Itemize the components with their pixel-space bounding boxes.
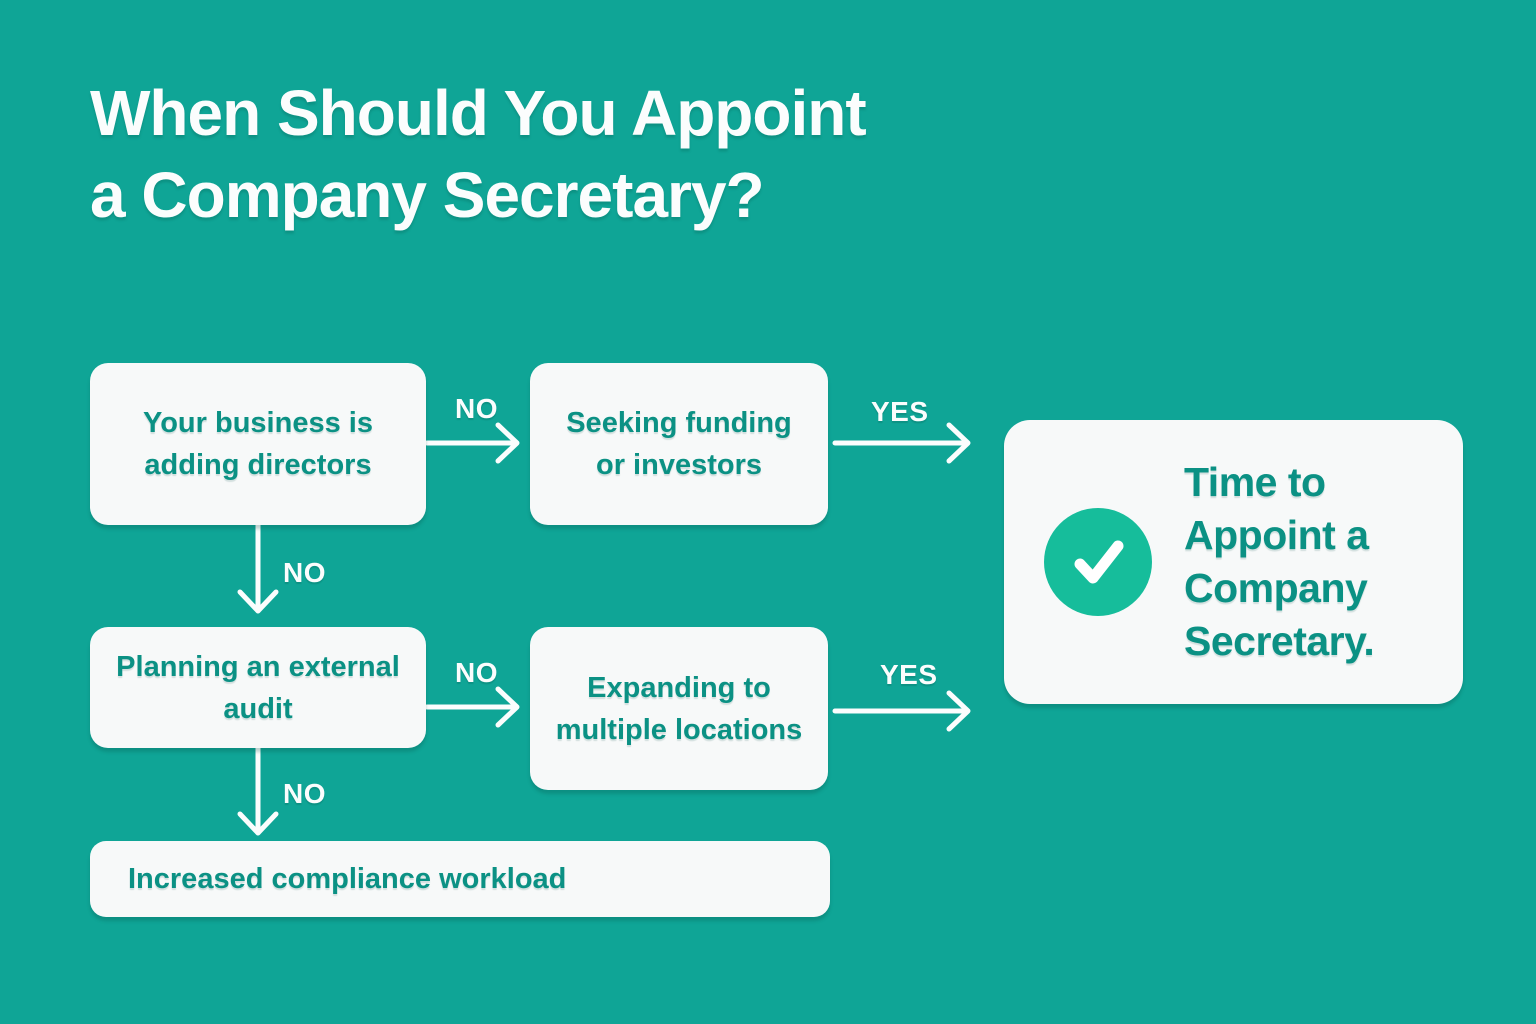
flow-node-label: Seeking funding or investors [566, 407, 792, 481]
edge-label-no: NO [455, 657, 498, 688]
edge-label-no: NO [283, 557, 326, 588]
check-icon [1044, 508, 1152, 616]
result-node: Time to Appoint a Company Secretary. [1004, 420, 1463, 704]
edge-label-yes: YES [880, 659, 938, 690]
flow-node-external-audit: Planning an external audit [90, 627, 426, 748]
arrow-no-external-audit-to-compliance-workload [237, 745, 279, 836]
edge-label-no: NO [283, 778, 326, 809]
edge-label-no: NO [455, 393, 498, 424]
flow-node-compliance-workload: Increased compliance workload [90, 841, 830, 917]
arrow-no-adding-directors-to-external-audit [237, 522, 279, 614]
flow-node-label: Planning an external audit [116, 650, 400, 725]
arrow-no-adding-directors-to-seeking-funding [424, 422, 520, 464]
flow-node-adding-directors: Your business is adding directors [90, 363, 426, 525]
flow-node-label: Your business is adding directors [143, 407, 373, 481]
arrow-yes-multiple-locations-to-result [832, 690, 971, 732]
flow-node-seeking-funding: Seeking funding or investors [530, 363, 828, 525]
page-title: When Should You Appoint a Company Secret… [90, 77, 867, 231]
flow-node-multiple-locations: Expanding to multiple locations [530, 627, 828, 790]
flow-node-label: Expanding to multiple locations [555, 671, 803, 746]
arrow-no-external-audit-to-multiple-locations [424, 686, 520, 728]
arrow-yes-seeking-funding-to-result [832, 422, 971, 464]
result-label: Time to Appoint a Company Secretary. [1184, 459, 1375, 664]
edge-label-yes: YES [871, 396, 929, 427]
flow-node-label: Increased compliance workload [128, 863, 567, 895]
